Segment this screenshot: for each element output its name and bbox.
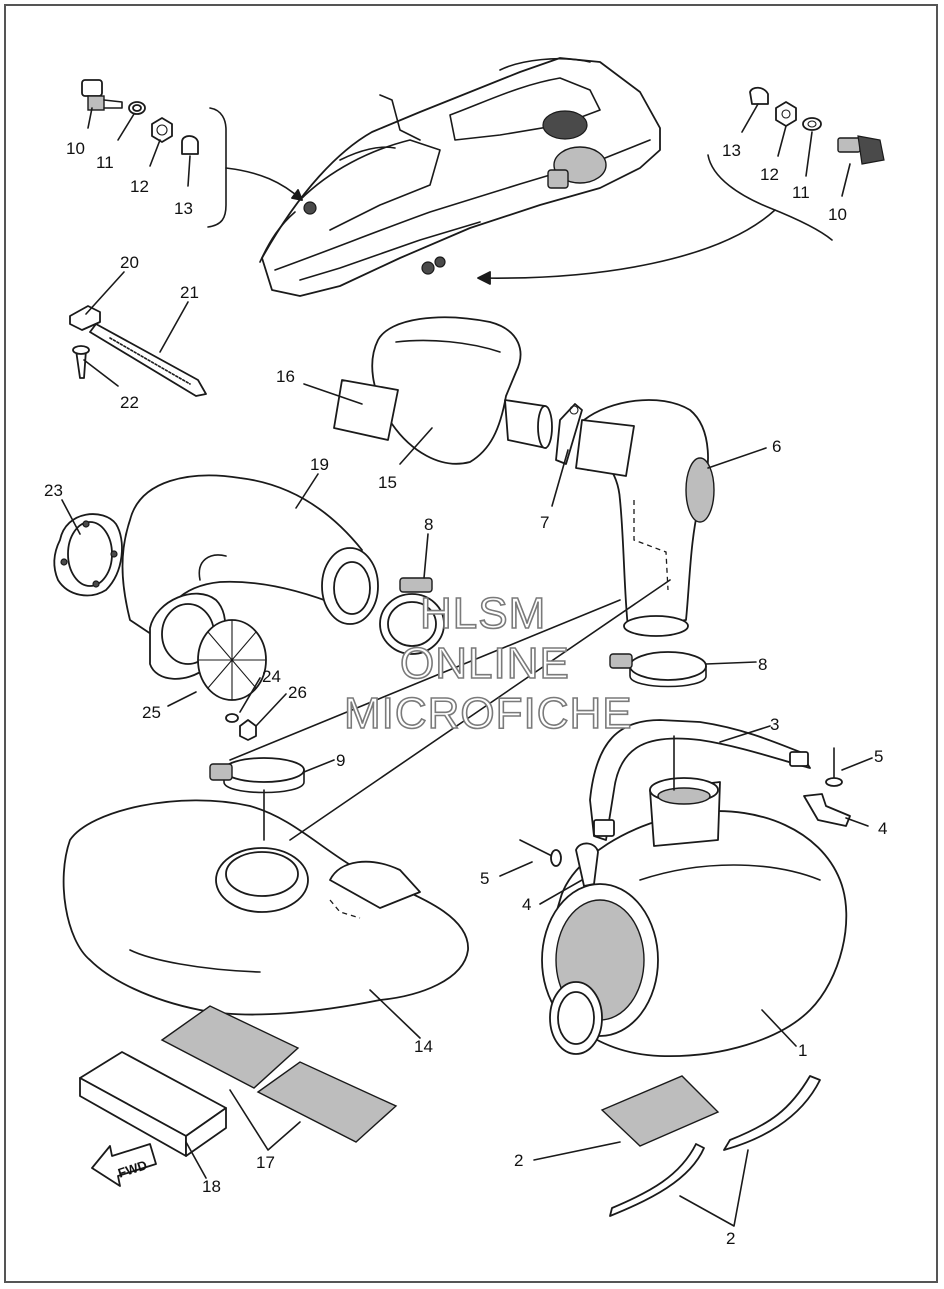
heat-shields-2	[600, 1075, 821, 1217]
callout-4: 4	[878, 819, 887, 838]
callout-15: 15	[378, 473, 397, 492]
callout-19: 19	[310, 455, 329, 474]
callout-26: 26	[288, 683, 307, 702]
fastener-group-left	[81, 79, 199, 155]
flange-ring-23	[53, 513, 123, 597]
callout-labels: 10 11 12 13 13 12 11 10 20 21 22 16 15 7…	[44, 139, 887, 1248]
foam-pads-17	[160, 1005, 398, 1143]
callout-4: 4	[522, 895, 531, 914]
callout-3: 3	[770, 715, 779, 734]
callout-16: 16	[276, 367, 295, 386]
air-box-lower-14	[62, 799, 469, 1016]
watermark: HLSM ONLINE MICROFICHE	[343, 588, 633, 739]
callout-9: 9	[336, 751, 345, 770]
screen-plate-24	[197, 619, 267, 701]
connection-line	[229, 599, 621, 761]
bracket-4-right	[803, 793, 851, 827]
callout-leaders	[61, 103, 873, 1227]
callout-8: 8	[758, 655, 767, 674]
connection-line	[289, 579, 671, 841]
arrow-to-craft-left	[225, 167, 303, 201]
rivet-5-left	[519, 839, 562, 867]
arrow-to-craft-right	[479, 209, 776, 279]
callout-13: 13	[174, 199, 193, 218]
callout-10: 10	[828, 205, 847, 224]
callout-22: 22	[120, 393, 139, 412]
callout-5: 5	[480, 869, 489, 888]
callout-17: 17	[256, 1153, 275, 1172]
strap-3	[589, 719, 811, 841]
foam-block-18	[79, 1051, 227, 1157]
silencer-1	[541, 777, 848, 1058]
bracket-4-left	[575, 842, 599, 887]
hose-clamp-7	[555, 403, 583, 465]
watermark-line-3: MICROFICHE	[344, 689, 633, 738]
nut-26	[239, 719, 257, 741]
callout-1: 1	[798, 1041, 807, 1060]
hose-clamp-9	[209, 757, 305, 794]
callout-7: 7	[540, 513, 549, 532]
exhaust-hose-19	[121, 474, 379, 641]
callout-6: 6	[772, 437, 781, 456]
air-box-upper	[371, 316, 553, 465]
callout-5: 5	[874, 747, 883, 766]
callout-12: 12	[130, 177, 149, 196]
watercraft-illustration	[259, 57, 661, 297]
watermark-line-1: HLSM	[420, 589, 546, 638]
callout-12: 12	[760, 165, 779, 184]
callout-11: 11	[792, 183, 810, 202]
callout-25: 25	[142, 703, 161, 722]
clip-tie-rivet-group	[69, 305, 207, 397]
washer-24	[225, 713, 239, 723]
bracket-right	[707, 154, 833, 241]
callout-10: 10	[66, 139, 85, 158]
callout-8: 8	[424, 515, 433, 534]
fastener-group-right	[749, 86, 885, 165]
callout-24: 24	[262, 667, 281, 686]
rivet-5-right	[825, 747, 843, 787]
watermark-line-2: ONLINE	[400, 639, 570, 688]
callout-14: 14	[414, 1037, 433, 1056]
hose-clamp-8-upper	[379, 577, 445, 655]
intake-duct-6	[575, 399, 715, 637]
hose-clamp-8-lower	[609, 651, 707, 688]
callout-20: 20	[120, 253, 139, 272]
callout-2: 2	[514, 1151, 523, 1170]
callout-11: 11	[96, 153, 114, 172]
bracket-left	[207, 107, 227, 228]
callout-23: 23	[44, 481, 63, 500]
callout-18: 18	[202, 1177, 221, 1196]
sponge-pad-16	[333, 379, 399, 441]
forward-arrow-icon: FWD	[91, 1143, 157, 1187]
callout-13: 13	[722, 141, 741, 160]
callout-2: 2	[726, 1229, 735, 1248]
callout-21: 21	[180, 283, 199, 302]
